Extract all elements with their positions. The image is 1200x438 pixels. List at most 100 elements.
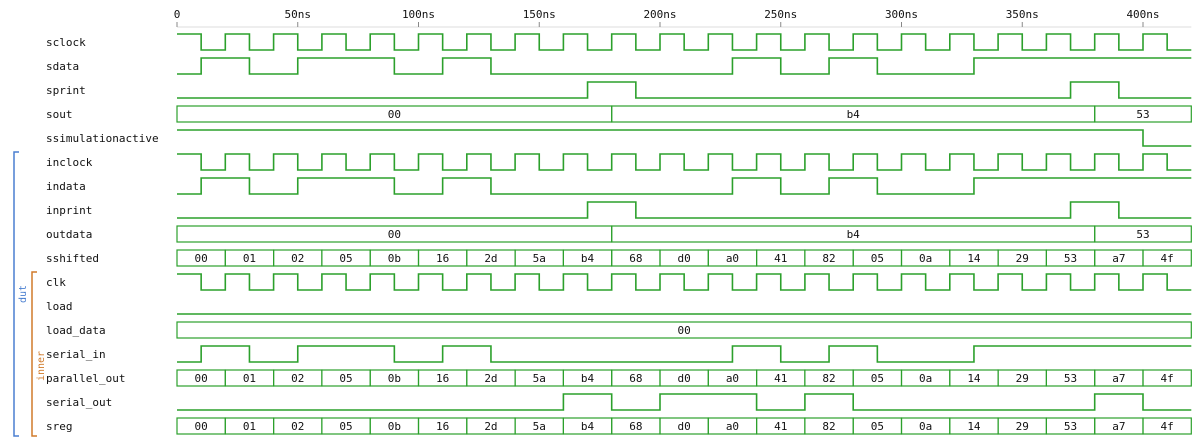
axis-tick-label: 300ns xyxy=(885,8,918,21)
waveform-line xyxy=(177,33,1192,51)
group-label-dut: dut xyxy=(18,285,29,303)
bus-value-label: 02 xyxy=(291,252,304,265)
bus-value-label: 00 xyxy=(678,324,691,337)
bus-segment xyxy=(176,321,1192,339)
bus-value-label: 14 xyxy=(967,252,981,265)
bus-value-label: d0 xyxy=(678,252,691,265)
waveform-line xyxy=(177,129,1192,147)
bus-value-label: b4 xyxy=(847,228,861,241)
axis-tick-label: 350ns xyxy=(1006,8,1039,21)
bus-value-label: 00 xyxy=(388,108,401,121)
bus-segment xyxy=(1142,417,1192,435)
bus-value-label: 0b xyxy=(388,420,401,433)
bus-value-label: 53 xyxy=(1136,108,1149,121)
bus-value-label: a0 xyxy=(726,372,739,385)
bus-value-label: 0a xyxy=(919,252,932,265)
bus-value-label: 2d xyxy=(484,372,497,385)
waveform-line xyxy=(177,345,1192,363)
bus-value-label: 29 xyxy=(1016,420,1029,433)
signal-label-sreg: sreg xyxy=(46,420,73,433)
bus-segment xyxy=(1142,249,1192,267)
bus-value-label: 16 xyxy=(436,420,449,433)
group-bracket-dut xyxy=(13,151,19,437)
signal-label-sout: sout xyxy=(46,108,73,121)
waveform-line xyxy=(177,273,1192,291)
signal-trace-outdata: 00 b4 53 xyxy=(176,225,1192,243)
bus-value-label: 53 xyxy=(1136,228,1149,241)
bus-value-label: 4f xyxy=(1161,420,1174,433)
bus-segment xyxy=(1142,369,1192,387)
bus-value-label: 01 xyxy=(243,420,256,433)
bus-value-label: 68 xyxy=(629,252,642,265)
bus-value-label: 02 xyxy=(291,420,304,433)
bus-value-label: 0a xyxy=(919,420,932,433)
bus-value-label: a0 xyxy=(726,420,739,433)
bus-value-label: 82 xyxy=(822,420,835,433)
bus-value-label: 05 xyxy=(871,372,884,385)
signal-trace-clk xyxy=(177,273,1192,291)
signal-label-serial-out: serial_out xyxy=(46,396,112,409)
axis-tick-label: 100ns xyxy=(402,8,435,21)
signal-label-sdata: sdata xyxy=(46,60,79,73)
bus-value-label: a7 xyxy=(1112,252,1125,265)
bus-value-label: 2d xyxy=(484,252,497,265)
axis-tick-label: 250ns xyxy=(764,8,797,21)
axis-tick-label: 150ns xyxy=(523,8,556,21)
axis-tick-label: 0 xyxy=(174,8,181,21)
bus-value-label: b4 xyxy=(581,252,595,265)
waveform-line xyxy=(177,177,1192,195)
bus-value-label: 05 xyxy=(871,252,884,265)
bus-segment xyxy=(1094,105,1192,123)
signal-label-parallel-out: parallel_out xyxy=(46,372,125,385)
bus-value-label: 05 xyxy=(871,420,884,433)
signal-label-sshifted: sshifted xyxy=(46,252,99,265)
signal-label-sclock: sclock xyxy=(46,36,86,49)
signal-trace-sdata xyxy=(177,57,1192,75)
bus-value-label: b4 xyxy=(847,108,861,121)
signal-trace-serial-in xyxy=(177,345,1192,363)
bus-value-label: 5a xyxy=(533,252,546,265)
bus-value-label: 01 xyxy=(243,252,256,265)
bus-segment xyxy=(1094,225,1192,243)
signal-label-clk: clk xyxy=(46,276,66,289)
bus-value-label: 82 xyxy=(822,252,835,265)
bus-value-label: 0b xyxy=(388,372,401,385)
signal-label-outdata: outdata xyxy=(46,228,92,241)
bus-value-label: 05 xyxy=(339,372,352,385)
bus-value-label: 53 xyxy=(1064,252,1077,265)
signal-trace-ssimulationactive xyxy=(177,129,1192,147)
bus-value-label: d0 xyxy=(678,420,691,433)
bus-value-label: 68 xyxy=(629,420,642,433)
bus-value-label: 2d xyxy=(484,420,497,433)
bus-value-label: 00 xyxy=(388,228,401,241)
bus-value-label: 5a xyxy=(533,420,546,433)
signal-label-inclock: inclock xyxy=(46,156,93,169)
waveform-line xyxy=(177,153,1192,171)
bus-value-label: 01 xyxy=(243,372,256,385)
bus-value-label: 00 xyxy=(195,420,208,433)
bus-value-label: 00 xyxy=(195,252,208,265)
bus-value-label: 0b xyxy=(388,252,401,265)
bus-value-label: 4f xyxy=(1161,252,1174,265)
bus-value-label: 5a xyxy=(533,372,546,385)
signal-traces: 00 b4 53 00 b4 53 00 01 02 05 0b 16 2d 5a b4 68 d0 a0 41 82… xyxy=(176,33,1192,435)
bus-value-label: 29 xyxy=(1016,372,1029,385)
bus-value-label: 41 xyxy=(774,420,787,433)
bus-value-label: 16 xyxy=(436,372,449,385)
signal-trace-inprint xyxy=(177,201,1192,219)
signal-trace-sout: 00 b4 53 xyxy=(176,105,1192,123)
signal-trace-sprint xyxy=(177,81,1192,99)
bus-value-label: 68 xyxy=(629,372,642,385)
signal-label-load: load xyxy=(46,300,73,313)
bus-value-label: 05 xyxy=(339,420,352,433)
bus-value-label: 4f xyxy=(1161,372,1174,385)
signal-trace-indata xyxy=(177,177,1192,195)
signal-trace-load-data: 00 xyxy=(176,321,1192,339)
bus-value-label: 14 xyxy=(967,372,981,385)
